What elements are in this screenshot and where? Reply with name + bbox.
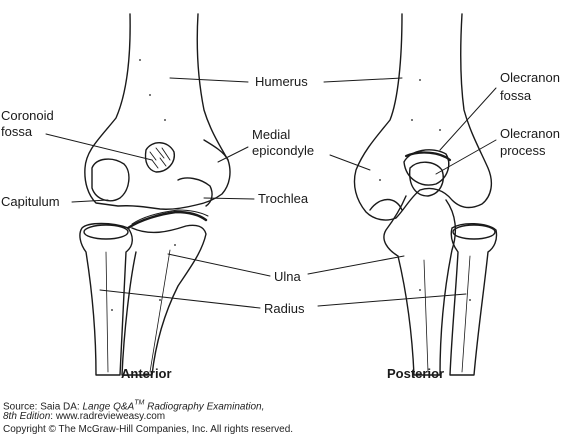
label-olecranon-process-line2: process <box>500 143 546 158</box>
leader-olecranon-process <box>435 139 497 175</box>
anterior-coronoid-fossa <box>144 142 175 173</box>
anterior-elbow-drawing <box>79 13 231 376</box>
leader-olecranon-fossa <box>439 87 497 151</box>
posterior-humerus <box>353 13 493 221</box>
anterior-trochlea <box>177 177 213 207</box>
leader-coronoid-fossa <box>45 133 153 161</box>
label-olecranon-process-line1: Olecranon <box>500 126 560 141</box>
leader-lines <box>45 77 497 309</box>
credit-copyright: Copyright © The McGraw-Hill Companies, I… <box>3 424 294 435</box>
credit-edition-line: 8th Edition: www.radreviewеasy.com <box>3 411 166 422</box>
leader-ulna-anterior <box>167 253 271 277</box>
label-trochlea: Trochlea <box>258 191 309 206</box>
posterior-ulna <box>383 195 457 376</box>
posterior-elbow-drawing <box>353 13 498 376</box>
leader-medial-epicondyle-posterior <box>329 154 371 171</box>
anterior-radius <box>79 222 133 376</box>
leader-medial-epicondyle <box>217 146 249 163</box>
posterior-olecranon-fossa <box>403 149 450 186</box>
leader-ulna-posterior <box>307 255 405 275</box>
label-capitulum: Capitulum <box>1 194 60 209</box>
leader-radius-posterior <box>317 293 467 307</box>
label-radius: Radius <box>264 301 305 316</box>
leader-humerus-anterior <box>169 77 249 83</box>
label-ulna: Ulna <box>274 269 301 284</box>
label-humerus: Humerus <box>255 74 308 89</box>
view-label-posterior: Posterior <box>387 366 445 381</box>
view-label-anterior: Anterior <box>121 366 172 381</box>
label-medial-epicondyle-line1: Medial <box>252 127 291 142</box>
anterior-humerus <box>84 13 231 210</box>
credit-source-line: Source: Saia DA: Lange Q&ATM Radiography… <box>3 400 265 413</box>
label-olecranon-fossa-line2: fossa <box>500 88 532 103</box>
label-olecranon-fossa-line1: Olecranon <box>500 70 560 85</box>
label-coronoid-fossa-line1: Coronoid <box>1 108 54 123</box>
label-medial-epicondyle-line2: epicondyle <box>252 143 315 158</box>
posterior-radius <box>449 223 498 376</box>
leader-capitulum <box>71 199 109 203</box>
leader-humerus-posterior <box>323 77 403 83</box>
anterior-ulna <box>121 224 207 376</box>
leader-radius-anterior <box>99 289 261 309</box>
label-coronoid-fossa-line2: fossa <box>1 124 33 139</box>
posterior-olecranon-process <box>409 161 444 197</box>
anterior-capitulum <box>91 158 130 202</box>
leader-trochlea <box>203 197 255 200</box>
